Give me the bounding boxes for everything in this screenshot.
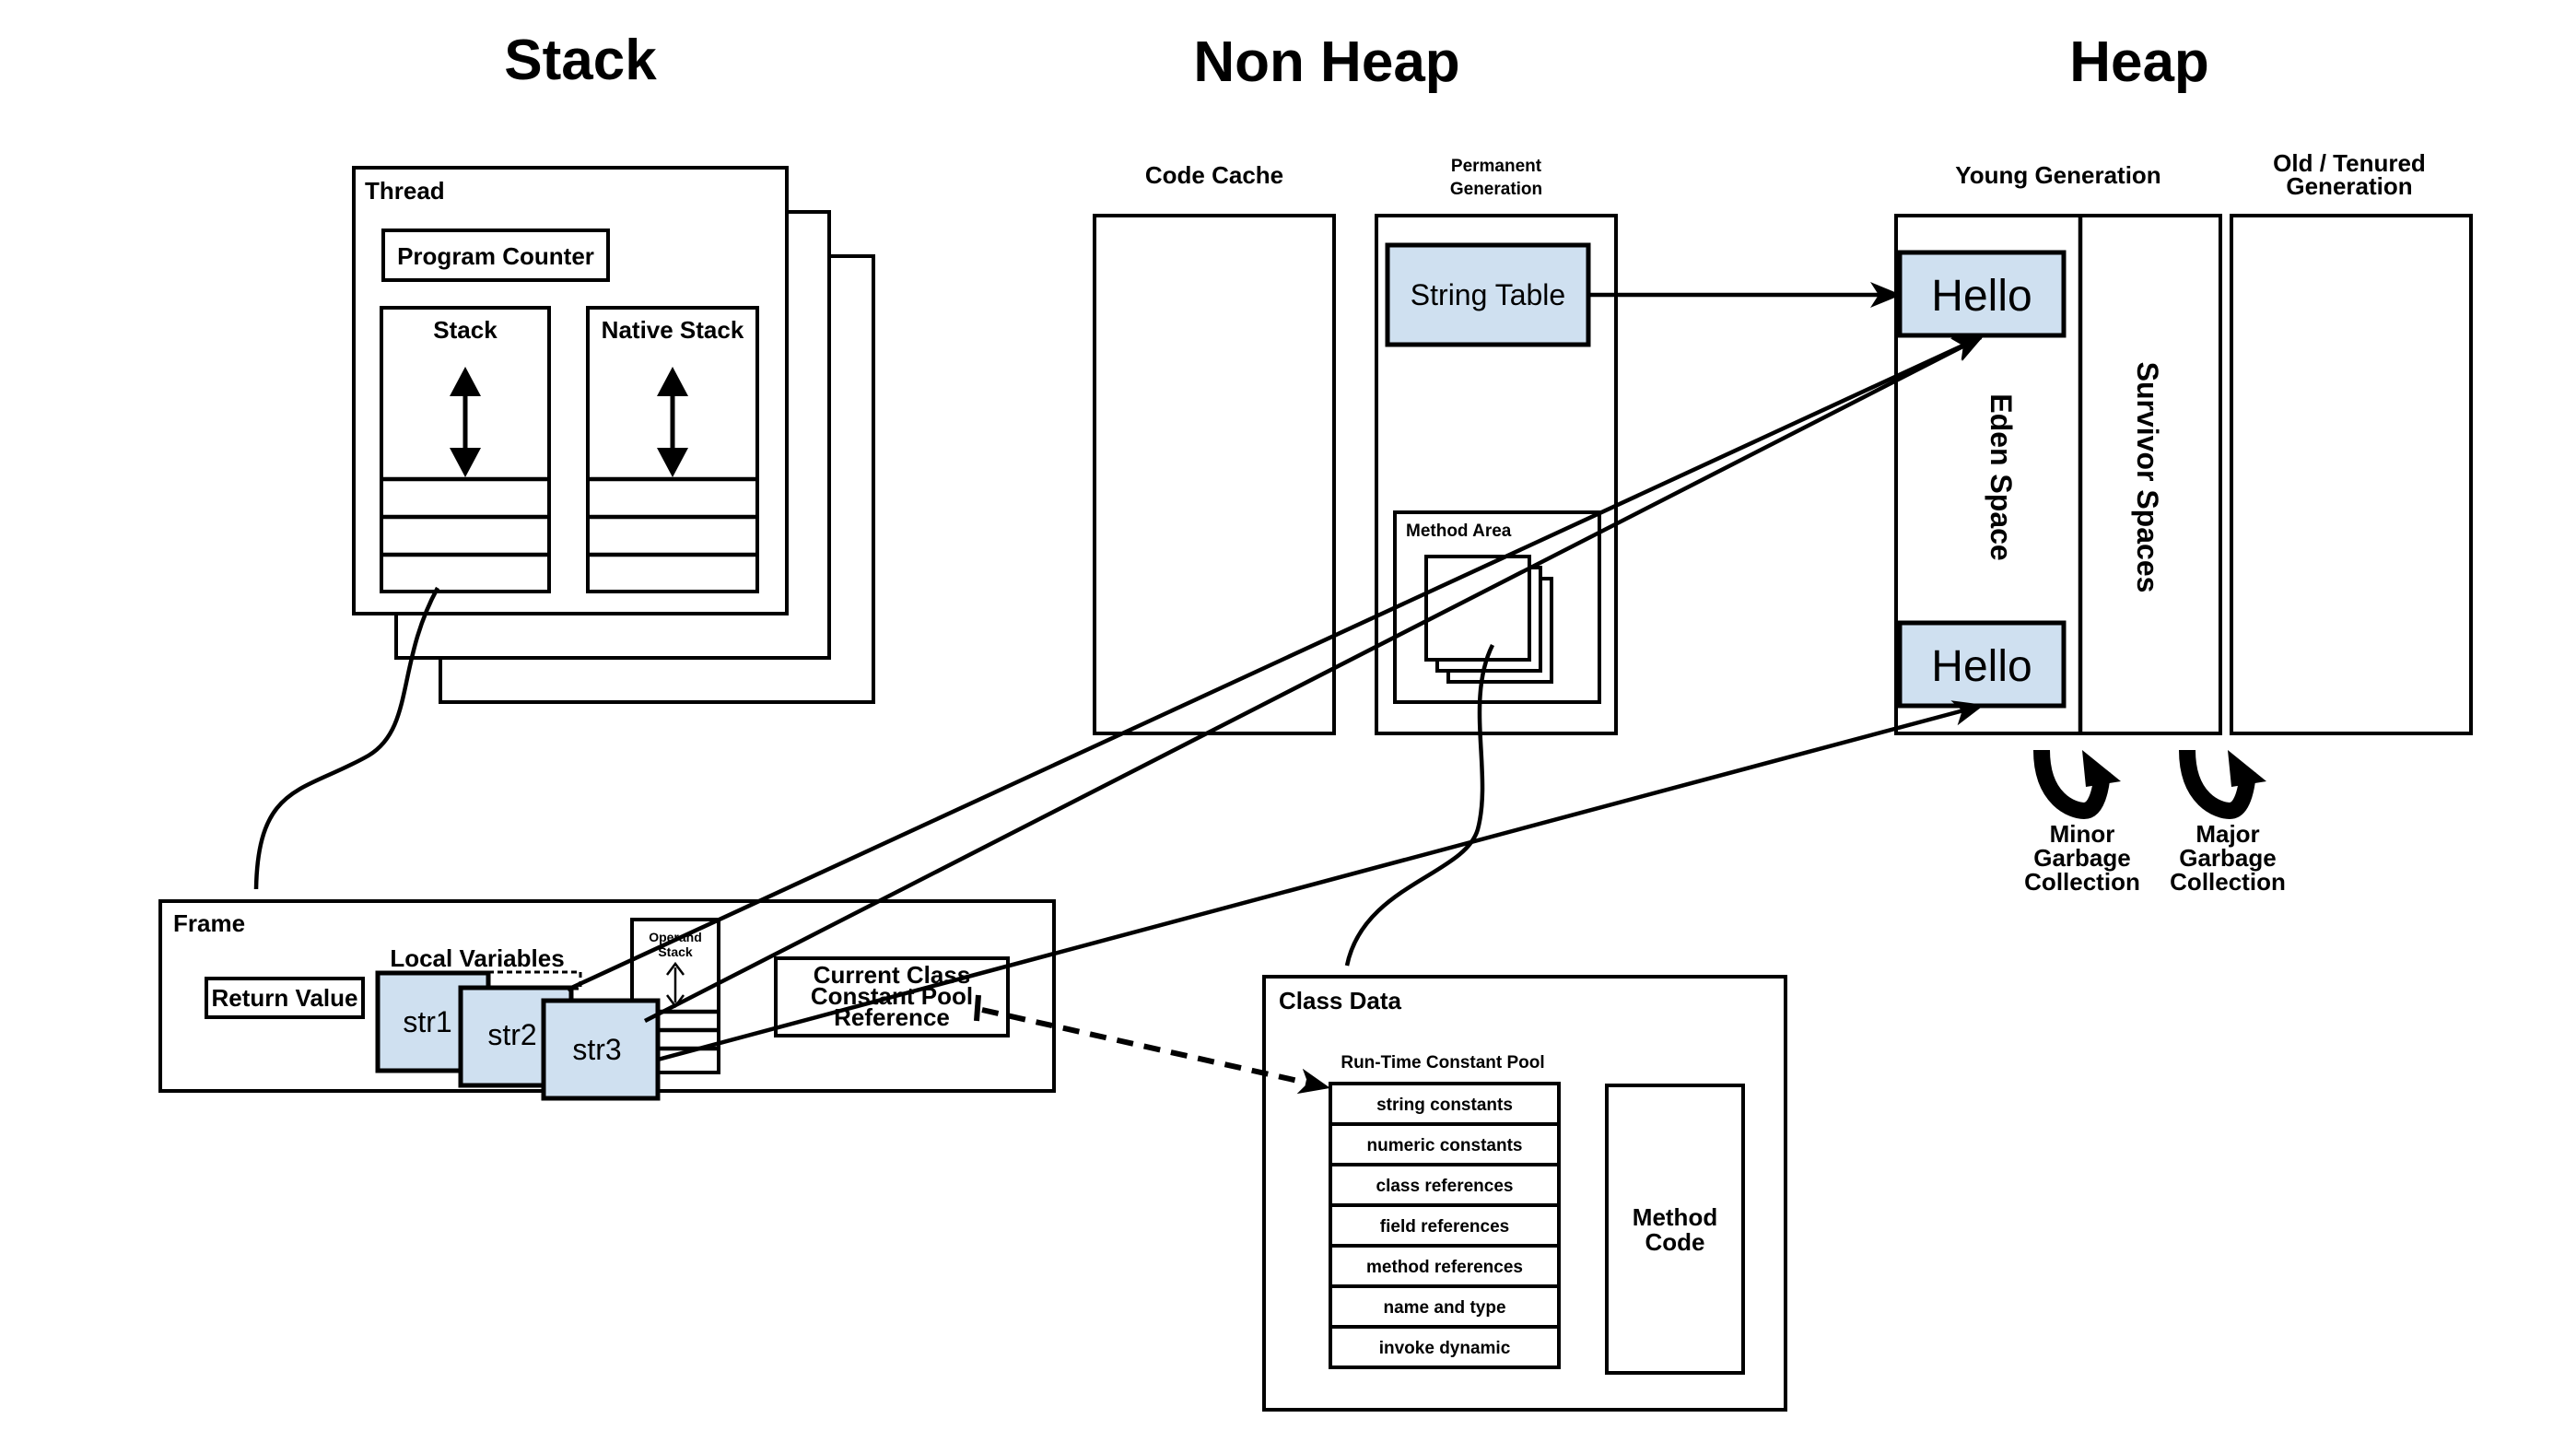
old-generation-box — [2230, 214, 2473, 735]
stack-growth-arrow-icon — [450, 367, 481, 477]
minor-gc-cycle-icon — [2033, 749, 2121, 820]
str1-to-hello-arrow — [567, 334, 1985, 992]
method-code-box — [1605, 1084, 1745, 1375]
program-counter-box — [381, 229, 610, 282]
pool-item-string-constants-label: string constants — [1376, 1096, 1513, 1115]
program-counter-label: Program Counter — [397, 242, 594, 270]
native-stack-label: Native Stack — [602, 316, 744, 344]
stack-heading: Stack — [504, 29, 657, 92]
pool-item-class-references-label: class references — [1376, 1177, 1514, 1196]
local-var-str2-label: str2 — [487, 1018, 536, 1051]
pool-item-field-references — [1329, 1203, 1561, 1248]
pool-item-name-and-type — [1329, 1284, 1561, 1329]
stack-to-frame-connector — [253, 586, 439, 890]
local-var-str3 — [541, 998, 661, 1101]
minor-gc-label-line2: Garbage — [2033, 844, 2131, 872]
eden-space-label: Eden Space — [1985, 393, 2018, 560]
pool-item-invoke-dynamic-label: invoke dynamic — [1379, 1339, 1511, 1358]
major-gc-label-line3: Collection — [2170, 868, 2286, 896]
thread-title: Thread — [365, 177, 445, 205]
str3-to-hello-2-arrow — [657, 700, 1985, 1062]
return-value-label: Return Value — [212, 984, 358, 1012]
hello-object-2-label: Hello — [1931, 642, 2032, 691]
class-data-group: Class Data Run-Time Constant Pool string… — [1262, 975, 1787, 1412]
method-code-label-line2: Code — [1645, 1228, 1705, 1256]
operand-stack-label-line2: Stack — [658, 944, 693, 959]
pool-item-invoke-dynamic — [1329, 1325, 1561, 1369]
non-heap-group: Code Cache Permanent Generation String T… — [1093, 157, 1618, 735]
pool-item-class-references — [1329, 1163, 1561, 1207]
hello-object-1-label: Hello — [1931, 272, 2032, 321]
old-generation-label-line1: Old / Tenured — [2273, 149, 2426, 177]
code-cache-box — [1093, 214, 1336, 735]
pool-item-name-and-type-label: name and type — [1383, 1298, 1505, 1318]
minor-gc-label-line3: Collection — [2024, 868, 2140, 896]
major-gc-label-line2: Garbage — [2179, 844, 2277, 872]
hello-object-2 — [1897, 620, 2067, 709]
runtime-constant-pool-list: string constants numeric constants class… — [1329, 1082, 1561, 1369]
pool-item-method-references — [1329, 1244, 1561, 1288]
non-heap-heading: Non Heap — [1193, 30, 1459, 94]
survivor-spaces-label: Survivor Spaces — [2131, 362, 2164, 593]
frame-title: Frame — [173, 909, 245, 937]
reference-arrows — [567, 282, 1985, 1095]
code-cache-label: Code Cache — [1145, 161, 1283, 189]
return-value-box — [205, 977, 365, 1019]
method-code-label-line1: Method — [1633, 1203, 1717, 1231]
local-variables-label: Local Variables — [390, 944, 564, 972]
minor-gc-label-line1: Minor — [2050, 820, 2115, 848]
runtime-constant-pool-label: Run-Time Constant Pool — [1341, 1053, 1544, 1072]
old-generation-label-line2: Generation — [2286, 172, 2412, 200]
local-var-str3-label: str3 — [572, 1033, 621, 1066]
native-stack-growth-arrow-icon — [657, 367, 688, 477]
pool-item-string-constants — [1329, 1082, 1561, 1126]
pool-item-method-references-label: method references — [1366, 1258, 1523, 1277]
local-var-str1-label: str1 — [403, 1005, 451, 1038]
constant-pool-reference-dashed-arrow — [981, 1007, 1330, 1095]
string-table-label: String Table — [1411, 278, 1565, 311]
class-data-title: Class Data — [1279, 987, 1401, 1014]
str2-to-hello-arrow — [643, 334, 1985, 1024]
method-area-class-1 — [1424, 555, 1531, 662]
method-area-label: Method Area — [1406, 522, 1512, 541]
heap-heading: Heap — [2069, 30, 2209, 94]
young-generation-label: Young Generation — [1955, 161, 2160, 189]
method-area-to-class-data-connector — [1344, 643, 1495, 967]
thread-group: Thread Program Counter Stack Native Stac… — [352, 166, 875, 704]
heap-group: Young Generation Old / Tenured Generatio… — [1894, 149, 2473, 896]
permanent-generation-label-line1: Permanent — [1451, 157, 1542, 176]
major-gc-cycle-icon — [2179, 749, 2266, 820]
frame-group: Frame Return Value Local Variables Opera… — [158, 899, 1056, 1101]
major-gc-label-line1: Major — [2195, 820, 2259, 848]
pool-item-field-references-label: field references — [1380, 1217, 1509, 1237]
permanent-generation-label-line2: Generation — [1450, 180, 1542, 199]
pool-item-numeric-constants-label: numeric constants — [1367, 1136, 1523, 1155]
stack-label: Stack — [433, 316, 498, 344]
